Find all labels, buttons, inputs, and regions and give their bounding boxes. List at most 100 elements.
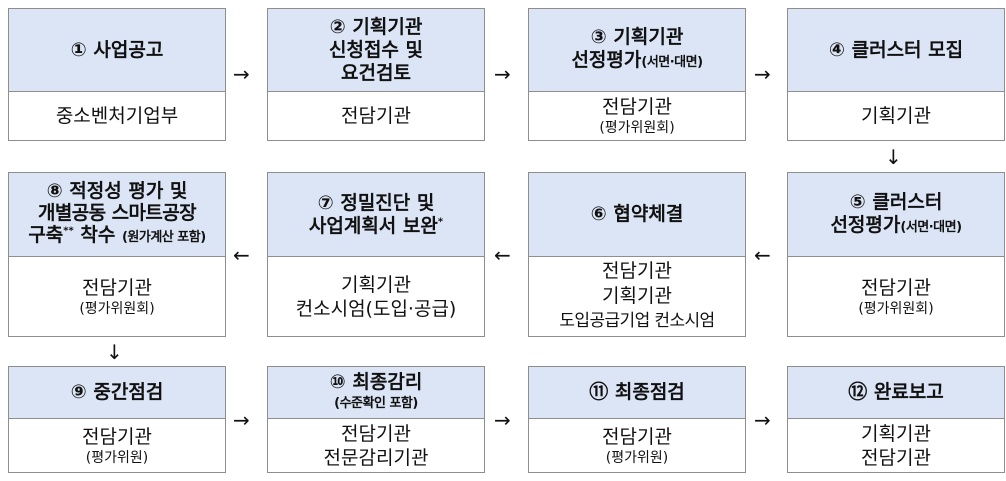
step-8-body-line-1: 전담기관 bbox=[82, 276, 152, 299]
step-10-body-line-2: 전문감리기관 bbox=[323, 446, 429, 469]
step-3-header: ③ 기획기관 선정평가(서면·대면) bbox=[529, 9, 745, 92]
step-6-box: ⑥ 협약체결 전담기관 기획기관 도입공급기업 컨소시엄 bbox=[528, 172, 746, 337]
step-1-title: 사업공고 bbox=[93, 38, 164, 61]
step-10-number: ⑩ bbox=[329, 370, 346, 393]
step-2-box: ② 기획기관 신청접수 및 요건검토 전담기관 bbox=[267, 8, 485, 141]
step-12-body-line-2: 전담기관 bbox=[861, 446, 931, 469]
step-3-title-line-2: 선정평가 bbox=[571, 49, 642, 71]
step-10-header: ⑩ 최종감리 (수준확인 포함) bbox=[268, 367, 484, 419]
step-5-number: ⑤ bbox=[849, 190, 866, 213]
step-2-number: ② bbox=[329, 15, 346, 38]
step-2-header: ② 기획기관 신청접수 및 요건검토 bbox=[268, 9, 484, 92]
step-12-title: 완료보고 bbox=[873, 381, 944, 403]
step-11-body: 전담기관 (평가위원) bbox=[529, 419, 745, 472]
step-7-box: ⑦ 정밀진단 및 사업계획서 보완* 기획기관 컨소시엄(도입·공급) bbox=[267, 172, 485, 337]
step-7-title-sup: * bbox=[437, 216, 444, 228]
step-3-title-line-1: 기획기관 bbox=[613, 26, 684, 48]
step-2-body-line-1: 전담기관 bbox=[341, 105, 411, 127]
step-3-title-note: (서면·대면) bbox=[641, 55, 703, 70]
step-3-number: ③ bbox=[590, 26, 607, 48]
arrow-down-1: ↓ bbox=[885, 145, 902, 169]
step-12-header: ⑫ 완료보고 bbox=[788, 367, 1004, 419]
step-8-body-sub: (평가위원회) bbox=[79, 300, 155, 317]
step-12-body-line-1: 기획기관 bbox=[861, 422, 931, 445]
step-12-box: ⑫ 완료보고 기획기관 전담기관 bbox=[787, 366, 1005, 473]
step-6-body-line-2: 기획기관 bbox=[602, 285, 672, 307]
step-7-title-line-2: 사업계획서 보완 bbox=[308, 214, 438, 237]
step-9-header: ⑨ 중간점검 bbox=[9, 367, 225, 419]
step-8-title-line-1: 적정성 평가 및 bbox=[69, 180, 188, 202]
arrow-right-5: → bbox=[494, 408, 511, 432]
step-6-title: 협약체결 bbox=[613, 203, 684, 225]
step-11-box: ⑪ 최종점검 전담기관 (평가위원) bbox=[528, 366, 746, 473]
step-4-title: 클러스터 모집 bbox=[851, 38, 964, 61]
step-7-number: ⑦ bbox=[317, 191, 334, 214]
step-5-title-line-1: 클러스터 bbox=[872, 190, 943, 213]
step-4-header: ④ 클러스터 모집 bbox=[788, 9, 1004, 92]
step-8-title-tail: 착수 bbox=[80, 224, 116, 246]
step-8-title-line-2: 개별공동 스마트공장 bbox=[38, 202, 197, 224]
step-11-body-line-1: 전담기관 bbox=[602, 425, 672, 448]
step-1-box: ① 사업공고 중소벤처기업부 bbox=[8, 8, 226, 141]
step-5-box: ⑤ 클러스터 선정평가(서면·대면) 전담기관 (평가위원회) bbox=[787, 172, 1005, 337]
step-10-body-line-1: 전담기관 bbox=[341, 422, 411, 445]
step-12-number: ⑫ bbox=[848, 381, 868, 403]
step-5-title-line-2: 선정평가 bbox=[830, 213, 901, 236]
step-10-title: 최종감리 bbox=[352, 370, 423, 393]
step-9-body-sub: (평가위원) bbox=[85, 449, 149, 466]
step-3-body-line-1: 전담기관 bbox=[602, 96, 672, 118]
arrow-right-3: → bbox=[754, 62, 771, 86]
step-10-box: ⑩ 최종감리 (수준확인 포함) 전담기관 전문감리기관 bbox=[267, 366, 485, 473]
step-2-title-line-3: 요건검토 bbox=[341, 61, 411, 84]
step-9-title: 중간점검 bbox=[93, 381, 164, 403]
step-7-body-line-1: 기획기관 bbox=[341, 273, 411, 296]
step-6-body: 전담기관 기획기관 도입공급기업 컨소시엄 bbox=[529, 257, 745, 336]
step-6-body-line-1: 전담기관 bbox=[602, 260, 672, 282]
step-7-body-line-2: 컨소시엄(도입·공급) bbox=[295, 297, 457, 320]
step-9-body-line-1: 전담기관 bbox=[82, 425, 152, 448]
step-10-title-note: (수준확인 포함) bbox=[334, 395, 418, 411]
step-8-title-line-3: 구축 bbox=[28, 224, 64, 246]
arrow-right-2: → bbox=[494, 62, 511, 86]
step-11-number: ⑪ bbox=[589, 381, 609, 403]
step-2-title-line-1: 기획기관 bbox=[352, 15, 423, 38]
step-1-body-line-1: 중소벤처기업부 bbox=[55, 105, 179, 127]
step-1-header: ① 사업공고 bbox=[9, 9, 225, 92]
step-8-header: ⑧ 적정성 평가 및 개별공동 스마트공장 구축** 착수 (원가계산 포함) bbox=[9, 173, 225, 257]
step-9-body: 전담기관 (평가위원) bbox=[9, 419, 225, 472]
step-8-body: 전담기관 (평가위원회) bbox=[9, 257, 225, 336]
step-11-title: 최종점검 bbox=[614, 381, 685, 403]
arrow-left-3: ← bbox=[754, 243, 771, 267]
step-5-header: ⑤ 클러스터 선정평가(서면·대면) bbox=[788, 173, 1004, 257]
step-7-body: 기획기관 컨소시엄(도입·공급) bbox=[268, 257, 484, 336]
step-2-title-line-2: 신청접수 및 bbox=[328, 38, 423, 61]
step-3-body-sub: (평가위원회) bbox=[599, 120, 675, 136]
step-4-box: ④ 클러스터 모집 기획기관 bbox=[787, 8, 1005, 141]
arrow-down-2: ↓ bbox=[106, 340, 123, 364]
step-4-number: ④ bbox=[828, 38, 845, 61]
step-4-body-line-1: 기획기관 bbox=[861, 105, 931, 127]
step-2-body: 전담기관 bbox=[268, 92, 484, 140]
step-8-box: ⑧ 적정성 평가 및 개별공동 스마트공장 구축** 착수 (원가계산 포함) … bbox=[8, 172, 226, 337]
step-8-title-note: (원가계산 포함) bbox=[121, 230, 206, 245]
step-11-body-sub: (평가위원) bbox=[605, 449, 669, 466]
step-6-number: ⑥ bbox=[590, 203, 607, 225]
step-4-body: 기획기관 bbox=[788, 92, 1004, 140]
step-9-number: ⑨ bbox=[70, 381, 87, 403]
step-6-body-line-3: 도입공급기업 컨소시엄 bbox=[559, 311, 715, 331]
arrow-right-1: → bbox=[233, 62, 250, 86]
step-6-header: ⑥ 협약체결 bbox=[529, 173, 745, 257]
step-10-body: 전담기관 전문감리기관 bbox=[268, 419, 484, 472]
step-8-number: ⑧ bbox=[46, 180, 63, 202]
step-3-box: ③ 기획기관 선정평가(서면·대면) 전담기관 (평가위원회) bbox=[528, 8, 746, 141]
step-5-body-sub: (평가위원회) bbox=[858, 300, 934, 317]
step-1-body: 중소벤처기업부 bbox=[9, 92, 225, 140]
arrow-left-2: ← bbox=[494, 243, 511, 267]
arrow-left-1: ← bbox=[233, 243, 250, 267]
arrow-right-4: → bbox=[233, 408, 250, 432]
step-1-number: ① bbox=[70, 38, 87, 61]
step-9-box: ⑨ 중간점검 전담기관 (평가위원) bbox=[8, 366, 226, 473]
step-8-title-sup: ** bbox=[63, 225, 74, 237]
step-12-body: 기획기관 전담기관 bbox=[788, 419, 1004, 472]
step-5-title-note: (서면·대면) bbox=[900, 219, 962, 235]
